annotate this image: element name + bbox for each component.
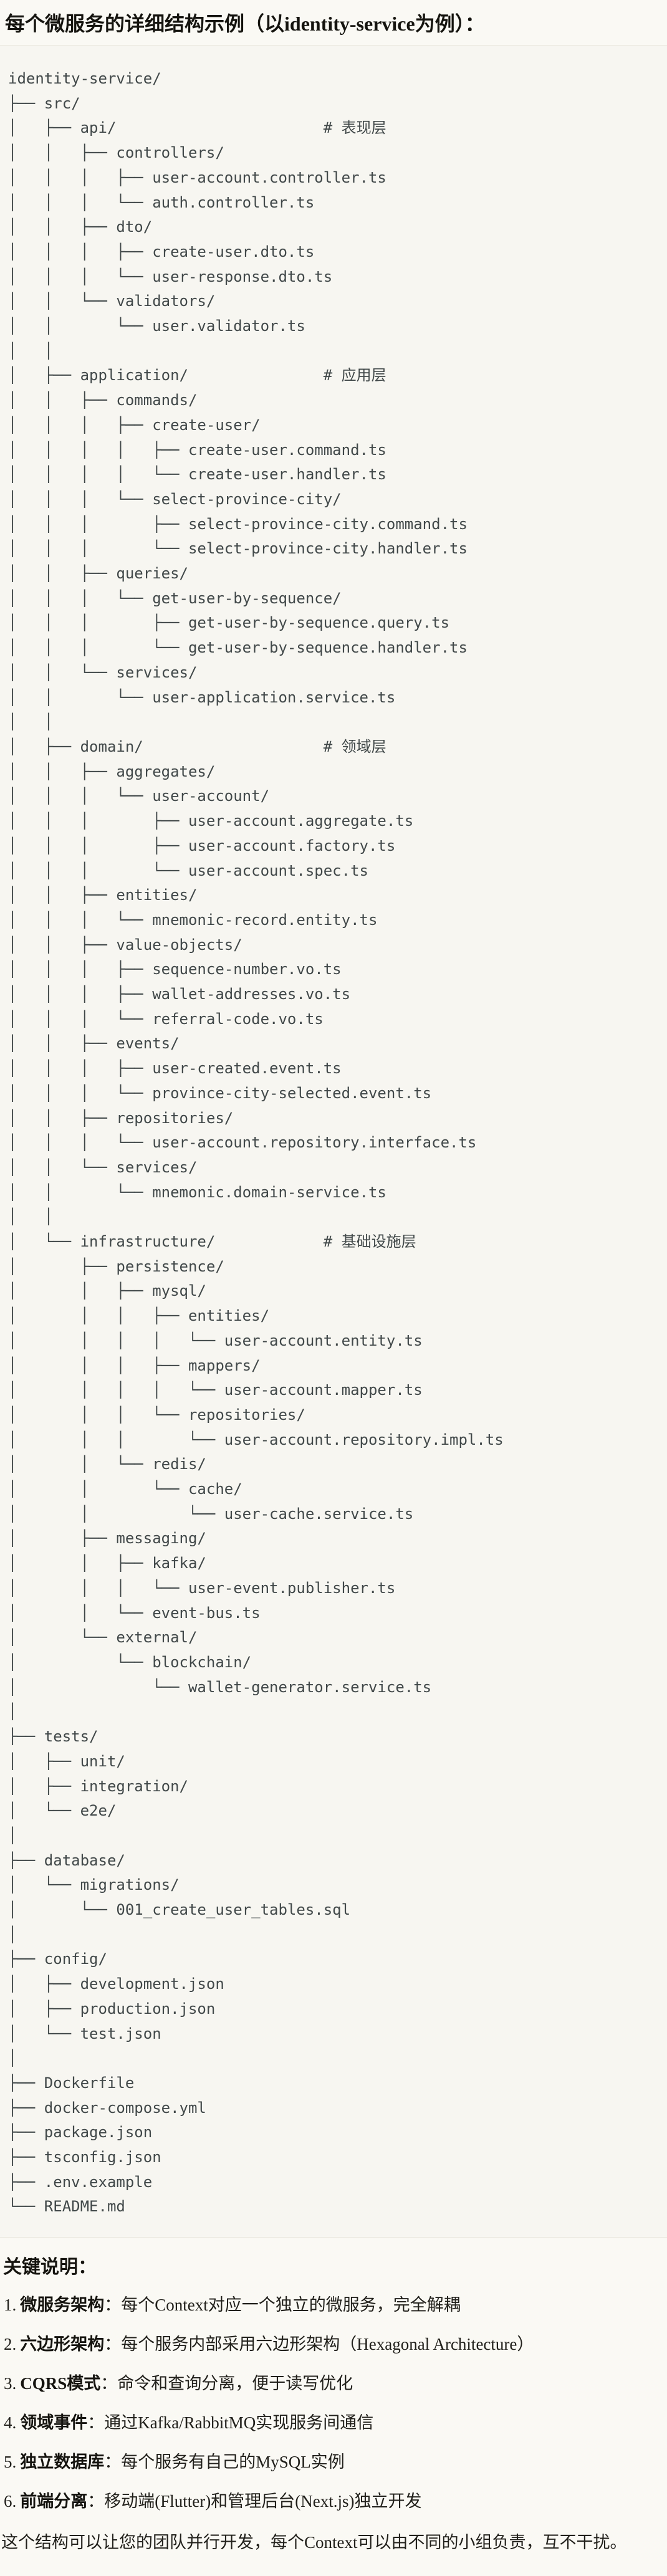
- note-label: 微服务架构: [20, 2296, 105, 2315]
- note-label: CQRS模式: [20, 2374, 101, 2393]
- note-item: 1.微服务架构：每个Context对应一个独立的微服务，完全解耦: [4, 2292, 667, 2317]
- note-colon: ：: [104, 2335, 122, 2354]
- note-text: 每个服务内部采用六边形架构（Hexagonal Architecture）: [121, 2335, 534, 2354]
- note-item: 4.领域事件：通过Kafka/RabbitMQ实现服务间通信: [4, 2410, 667, 2435]
- notes-heading: 关键说明：: [3, 2257, 97, 2278]
- note-item: 3.CQRS模式：命令和查询分离，便于读写优化: [4, 2371, 667, 2396]
- note-item: 5.独立数据库：每个服务有自己的MySQL实例: [4, 2449, 667, 2474]
- note-colon: ：: [100, 2374, 118, 2393]
- directory-tree: identity-service/ ├── src/ │ ├── api/ # …: [8, 70, 504, 2216]
- code-block: identity-service/ ├── src/ │ ├── api/ # …: [0, 45, 667, 2238]
- note-number: 1.: [4, 2296, 17, 2315]
- note-label: 六边形架构: [20, 2335, 105, 2354]
- note-number: 2.: [4, 2335, 17, 2354]
- note-label: 前端分离: [20, 2492, 88, 2511]
- page-title: 每个微服务的详细结构示例（以identity-service为例）：: [5, 12, 485, 35]
- note-number: 5.: [4, 2453, 17, 2472]
- note-label: 领域事件: [20, 2413, 88, 2433]
- note-text: 每个Context对应一个独立的微服务，完全解耦: [121, 2296, 461, 2315]
- document-page: 每个微服务的详细结构示例（以identity-service为例）： ident…: [0, 10, 667, 2567]
- note-number: 4.: [4, 2413, 17, 2433]
- note-label: 独立数据库: [20, 2453, 105, 2472]
- note-text: 每个服务有自己的MySQL实例: [121, 2453, 345, 2472]
- note-colon: ：: [104, 2453, 122, 2472]
- note-item: 6.前端分离：移动端(Flutter)和管理后台(Next.js)独立开发: [4, 2489, 667, 2514]
- note-colon: ：: [87, 2492, 105, 2511]
- note-number: 6.: [4, 2492, 17, 2511]
- note-text: 通过Kafka/RabbitMQ实现服务间通信: [104, 2413, 374, 2433]
- notes-list: 1.微服务架构：每个Context对应一个独立的微服务，完全解耦 2.六边形架构…: [0, 2292, 667, 2514]
- note-text: 命令和查询分离，便于读写优化: [117, 2374, 353, 2393]
- closing-paragraph: 这个结构可以让您的团队并行开发，每个Context可以由不同的小组负责，互不干扰…: [1, 2533, 627, 2552]
- note-colon: ：: [87, 2413, 105, 2433]
- note-colon: ：: [104, 2296, 122, 2315]
- note-number: 3.: [4, 2374, 17, 2393]
- note-item: 2.六边形架构：每个服务内部采用六边形架构（Hexagonal Architec…: [4, 2332, 667, 2357]
- note-text: 移动端(Flutter)和管理后台(Next.js)独立开发: [104, 2492, 422, 2511]
